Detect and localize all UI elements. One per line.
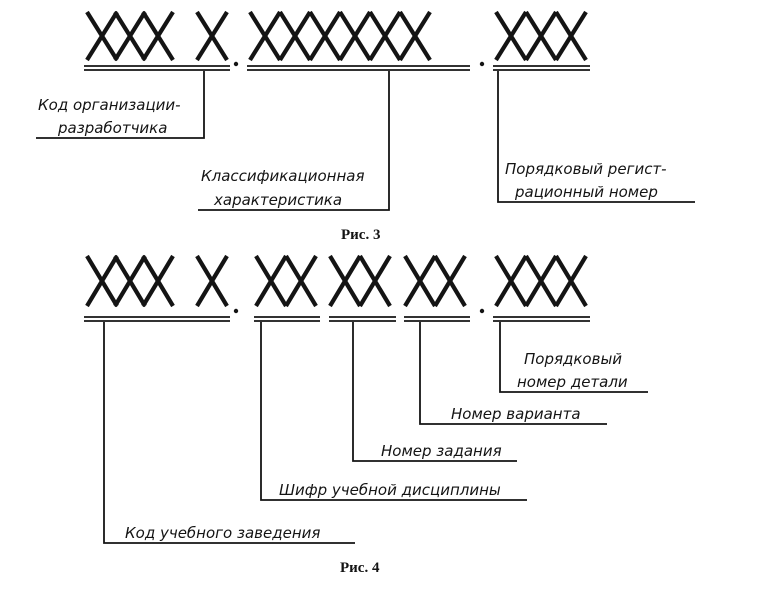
leader-discipline [260,322,527,501]
leader-classification [198,71,390,211]
leader-registration [497,71,695,203]
underline-variant [404,316,470,322]
underline-task [329,316,396,322]
figure-4: Порядковый номер детали Номер варианта Н… [84,254,648,576]
caption-figure-4: Рис. 4 [340,560,380,576]
label-discipline: Шифр учебной дисциплины [279,481,501,499]
label-institution: Код учебного заведения [125,524,320,542]
label-task: Номер задания [381,442,502,460]
label-registration-line1: Порядковый регист- [505,160,667,178]
figure-3: Код организации- разработчика Классифика… [36,10,695,243]
code-group-classification [248,10,432,62]
code-group-registration [494,10,588,62]
underline-institution [84,316,230,322]
leader-part-number [499,322,648,393]
underline-registration [493,65,590,71]
separator-dot [233,61,239,67]
underline-discipline [254,316,320,322]
code-group-discipline-task-variant [254,254,467,308]
label-part-number-line1: Порядковый [524,350,622,368]
code-group-organization [85,10,229,62]
label-classification-line1: Классификационная [201,167,364,185]
label-developer-line1: Код организации- [38,96,181,114]
separator-dot [479,308,485,314]
label-part-number-line2: номер детали [517,373,628,391]
leader-organization [36,71,205,139]
label-developer-line2: разработчика [57,119,167,137]
underline-organization [84,65,230,71]
separator-dot [479,61,485,67]
label-variant: Номер варианта [451,405,581,423]
leader-task [352,322,517,462]
label-registration-line2: рационный номер [514,183,658,201]
code-group-institution [85,254,229,308]
leader-institution [103,322,355,544]
code-group-part-number [494,254,588,308]
label-classification-line2: характеристика [213,191,342,209]
leader-variant [419,322,607,425]
separator-dot [233,308,239,314]
underline-part-number [493,316,590,322]
caption-figure-3: Рис. 3 [341,227,380,243]
underline-classification [247,65,470,71]
